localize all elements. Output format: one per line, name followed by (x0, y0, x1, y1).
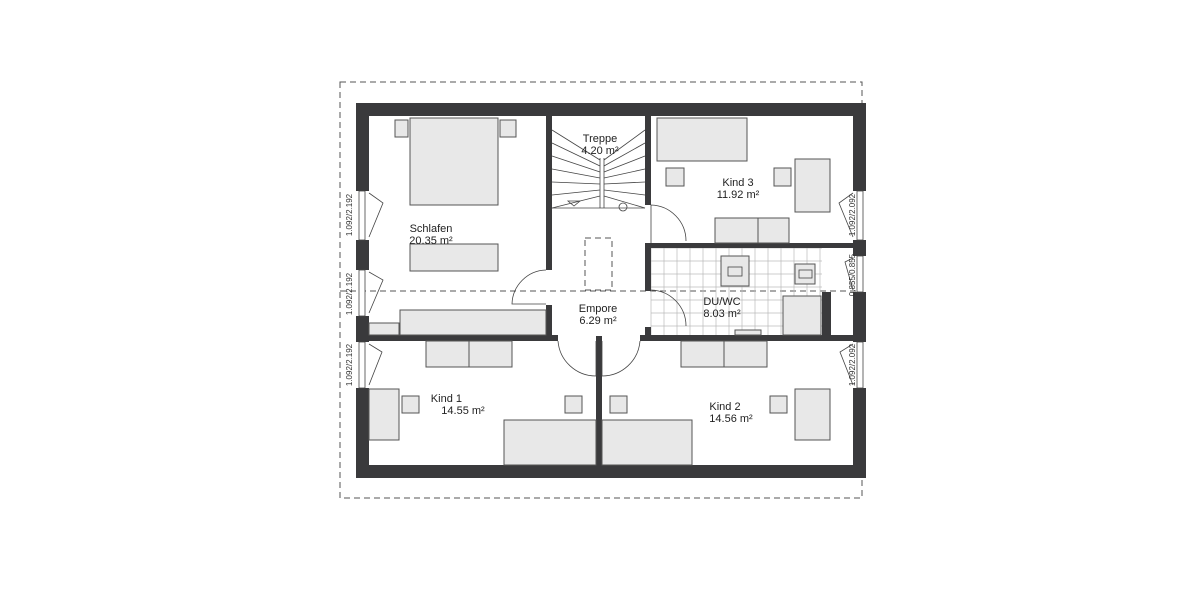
room-labels: Schlafen 20.35 m² Treppe 4.20 m² Kind 3 … (409, 133, 759, 425)
wardrobe (399, 309, 547, 336)
nightstand (499, 119, 517, 138)
desk (368, 388, 400, 441)
stool (665, 167, 685, 187)
window-dim-right-3: 1.092/2.092 (848, 343, 857, 386)
attic-hatch (584, 237, 613, 291)
desk (794, 388, 831, 441)
bathroom-tiles (650, 247, 822, 335)
room-area-du-wc: 8.03 m² (703, 308, 741, 320)
stool (564, 395, 583, 414)
stool (769, 395, 788, 414)
room-name-schlafen: Schlafen (410, 223, 453, 235)
double-bed (409, 117, 499, 206)
window-dim-right-2: 0.855/0.855 (848, 253, 857, 296)
room-area-kind-1: 14.55 m² (441, 405, 485, 417)
cabinet (757, 217, 790, 244)
room-area-treppe: 4.20 m² (581, 145, 619, 157)
window-dimension-labels: 1.092/2.192 1.092/2.192 1.092/2.192 1.09… (345, 193, 857, 386)
interior-walls (369, 116, 853, 465)
cabinet (714, 217, 759, 244)
outer-walls (356, 103, 866, 478)
cabinet (680, 340, 725, 368)
cabinet (425, 340, 470, 368)
room-area-schlafen: 20.35 m² (409, 235, 453, 247)
window-dim-left-3: 1.092/2.192 (345, 343, 354, 386)
window-dim-right-1: 1.092/2.092 (848, 193, 857, 236)
bed (656, 117, 748, 162)
room-area-kind-2: 14.56 m² (709, 413, 753, 425)
stool (401, 395, 420, 414)
room-name-kind-2: Kind 2 (709, 401, 740, 413)
dresser (409, 243, 499, 272)
desk (794, 158, 831, 213)
room-name-treppe: Treppe (583, 133, 617, 145)
toilet (794, 263, 816, 285)
furniture (368, 117, 831, 466)
shower (782, 295, 822, 336)
room-name-du-wc: DU/WC (703, 296, 740, 308)
room-area-kind-3: 11.92 m² (717, 189, 760, 201)
window-dim-left-2: 1.092/2.192 (345, 272, 354, 315)
bed (601, 419, 693, 466)
room-name-kind-3: Kind 3 (722, 177, 753, 189)
stool (773, 167, 792, 187)
washbasin (720, 255, 750, 287)
room-name-kind-1: Kind 1 (431, 393, 462, 405)
cabinet (468, 340, 513, 368)
cabinet (723, 340, 768, 368)
nightstand (394, 119, 409, 138)
stool (609, 395, 628, 414)
radiator (734, 329, 762, 336)
windows (358, 190, 864, 389)
window-dim-left-1: 1.092/2.192 (345, 193, 354, 236)
room-area-empore: 6.29 m² (579, 315, 617, 327)
bed (503, 419, 597, 466)
room-name-empore: Empore (579, 303, 618, 315)
staircase (551, 129, 646, 212)
shelf (368, 322, 400, 336)
door-swings (511, 204, 687, 377)
